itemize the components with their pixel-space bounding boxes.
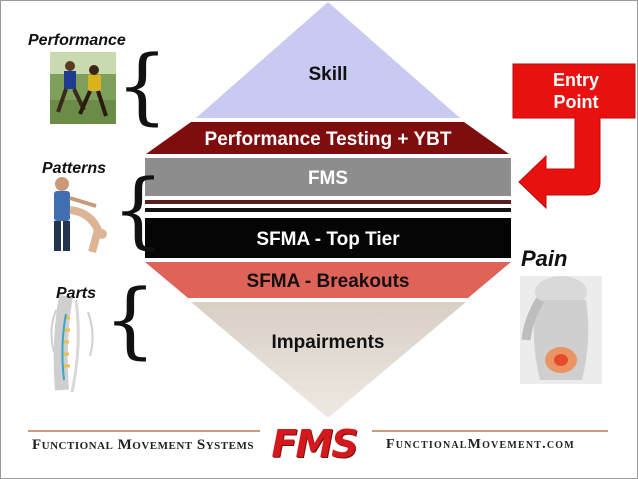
skill-layer [196,2,460,118]
impairments-label: Impairments [272,332,385,353]
skill-label: Skill [308,64,347,85]
impairments-layer [191,302,466,418]
patterns-brace: { [112,163,165,258]
sfma-breakouts-layer [145,262,511,298]
fms-layer [145,158,511,196]
separator-bar [145,200,511,204]
performance-testing-layer [146,122,509,154]
parts-label: Parts [56,285,97,302]
patterns-label: Patterns [42,160,107,177]
sfma-top-tier-label: SFMA - Top Tier [256,229,400,250]
sfma-top-tier-layer [145,218,511,258]
performance-brace: { [116,39,169,134]
back-pain-icon [520,276,602,384]
footer-company-name: Functional Movement Systems [32,437,254,453]
fms-label: FMS [308,168,348,189]
parts-brace: { [104,273,157,368]
clinician-patient-icon [54,177,107,254]
athletes-photo-icon [50,52,116,124]
spine-icon [50,294,94,393]
footer-website: FunctionalMovement.com [386,437,575,452]
footer-rule-left [28,430,260,432]
entry-point-label-line1: Entry [553,70,599,90]
fms-logo: FMS [271,422,358,466]
entry-point-arrow [512,63,636,210]
performance-testing-label: Performance Testing + YBT [205,129,452,150]
footer-rule-right [372,430,608,432]
performance-label: Performance [28,32,126,49]
pain-label: Pain [521,246,568,271]
separator-bar [145,208,511,212]
sfma-breakouts-label: SFMA - Breakouts [247,271,410,292]
entry-point-label-line2: Point [554,92,599,112]
